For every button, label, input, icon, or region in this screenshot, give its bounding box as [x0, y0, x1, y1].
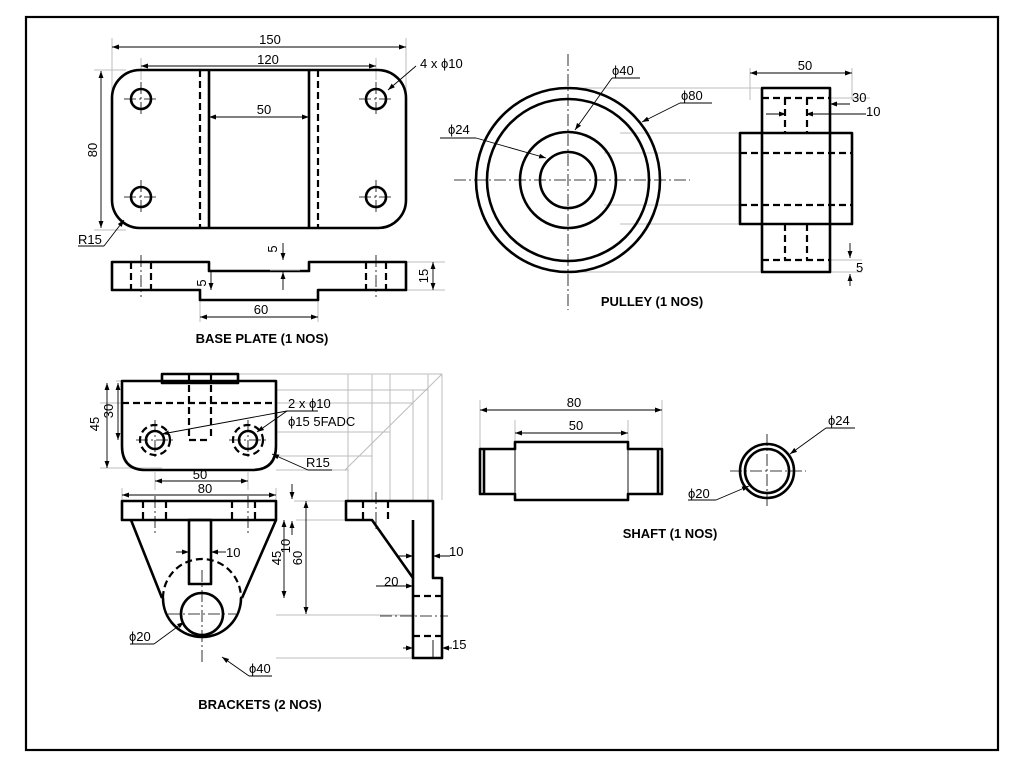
label-bracket-holes: 2 x ϕ10	[288, 396, 331, 411]
label-shaft-phi20: ϕ20	[688, 486, 710, 501]
title-brackets: BRACKETS (2 NOS)	[198, 697, 322, 712]
label-pulley-phi40: ϕ40	[612, 63, 634, 78]
bracket-front-web	[187, 518, 213, 586]
bracket-side-outline	[344, 499, 444, 660]
base-plate-front-outline	[110, 260, 408, 302]
shaft-side-outline	[478, 440, 664, 502]
shaft-view: 80 50 ϕ24 ϕ20 SHAFT (1 NOS)	[478, 395, 855, 541]
dim-15: 15	[416, 269, 431, 283]
label-pulley-phi24: ϕ24	[448, 122, 470, 137]
bracket-front-base	[120, 499, 278, 522]
dim-shaft-50: 50	[569, 418, 583, 433]
bracket-view: 45 30 2 x ϕ10 ϕ15 5FADC R15 50 80 10 10 …	[87, 372, 466, 712]
dim-120: 120	[257, 52, 279, 67]
label-bracket-phi40: ϕ40	[249, 661, 271, 676]
label-r15: R15	[78, 232, 102, 247]
base-plate-view: 150 120 50 80 4 x ϕ10 R15 5 5 15 60 BASE…	[78, 32, 463, 346]
bracket-front-sides	[129, 519, 278, 599]
label-bracket-r15: R15	[306, 455, 330, 470]
title-pulley: PULLEY (1 NOS)	[601, 294, 703, 309]
base-plate-top-outline	[110, 68, 408, 230]
dim-shaft-80: 80	[567, 395, 581, 410]
bracket-top-boss	[160, 372, 240, 385]
label-pulley-phi80: ϕ80	[681, 88, 703, 103]
dim-bracket-web-10: 10	[226, 545, 240, 560]
label-bracket-phi20: ϕ20	[129, 629, 151, 644]
dim-bracket-80: 80	[198, 481, 212, 496]
pulley-side-rim	[760, 86, 832, 274]
label-shaft-phi24: ϕ24	[828, 413, 850, 428]
sheet-border	[24, 15, 1000, 752]
dim-pulley-5: 5	[856, 260, 863, 275]
dim-150: 150	[259, 32, 281, 47]
pulley-side-hub	[738, 131, 854, 226]
bracket-top-outline	[120, 379, 278, 472]
dim-pulley-30: 30	[852, 90, 866, 105]
dim-80: 80	[85, 143, 100, 157]
title-base-plate: BASE PLATE (1 NOS)	[196, 331, 329, 346]
label-4-holes: 4 x ϕ10	[420, 56, 463, 71]
dim-pulley-50: 50	[798, 58, 812, 73]
title-shaft: SHAFT (1 NOS)	[623, 526, 718, 541]
dim-5-step: 5	[194, 279, 209, 286]
pulley-view: 50 30 10 5 ϕ40 ϕ80 ϕ24 PULLEY (1 NOS)	[440, 54, 880, 310]
dim-bracket-45: 45	[87, 417, 102, 431]
dim-5-recess: 5	[265, 245, 280, 252]
dim-bracket-side-20: 20	[384, 574, 398, 589]
dim-bracket-30: 30	[101, 404, 116, 418]
dim-bracket-60: 60	[290, 551, 305, 565]
dim-bracket-50: 50	[193, 467, 207, 482]
dim-50: 50	[257, 102, 271, 117]
base-plate-holes	[124, 82, 393, 214]
dim-60: 60	[254, 302, 268, 317]
dim-bracket-side-15: 15	[452, 637, 466, 652]
dim-bracket-side-10: 10	[449, 544, 463, 559]
dim-bracket-45b: 45	[269, 551, 284, 565]
label-bracket-cbore: ϕ15 5FADC	[288, 414, 355, 429]
dim-pulley-10: 10	[866, 104, 880, 119]
